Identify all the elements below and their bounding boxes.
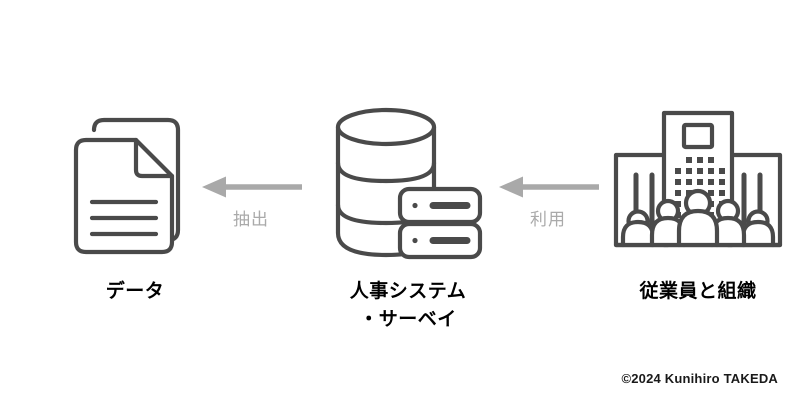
building-window-dot [697,157,703,163]
person-body [620,219,656,248]
building-window-dot [708,168,714,174]
node-employees-organization: 従業員と組織 [598,100,798,350]
building-people-icon [598,100,798,270]
building-tower-top-window [681,122,715,150]
person-body [676,208,720,248]
building-window-dot [675,179,681,185]
node-employees-organization-caption: 従業員と組織 [639,281,757,302]
document-fold-corner [133,137,175,179]
server-rack-led [412,237,418,244]
building-window-dot [686,179,692,185]
node-data-caption: データ [105,281,165,302]
building-window-dot [675,168,681,174]
copyright-notice: ©2024 Kunihiro TAKEDA [621,371,778,386]
server-rack-led [412,202,418,209]
document-front-page [73,137,175,255]
person-body [740,219,776,248]
document-back-page [91,117,181,243]
building-window-dot [697,168,703,174]
database-segment-divider [335,160,437,184]
arrow-extract-svg [202,176,302,198]
arrow-utilize-label: 利用 [530,210,566,229]
arrow-head [202,176,226,198]
building-window-dot [719,168,725,174]
node-hr-system-caption: 人事システム ・サーベイ [349,281,467,330]
database-server-icon [308,100,508,270]
person-figure [740,209,776,248]
building-window-dot [708,157,714,163]
building-window-dot [686,157,692,163]
building-window-dot [708,179,714,185]
arrow-head [499,176,523,198]
building-window-dot [697,179,703,185]
node-hr-system: 人事システム ・サーベイ [308,100,508,350]
building-window-dot [719,179,725,185]
building-window-dot [675,201,681,207]
building-window-dot [719,190,725,196]
arrow-extract-label: 抽出 [233,210,269,229]
arrow-extract [196,172,306,202]
database-top-ellipse [335,107,437,147]
arrow-utilize [493,172,603,202]
building-window-dot [686,168,692,174]
person-figure [676,188,720,248]
person-figure [620,209,656,248]
building-people-icon-svg [613,110,783,248]
building-window-dot [675,190,681,196]
documents-icon-svg [73,117,181,255]
building-window-dot [708,190,714,196]
documents-icon [35,100,235,270]
arrow-utilize-svg [499,176,599,198]
node-data: データ [35,100,235,350]
database-server-icon-svg [335,107,483,260]
